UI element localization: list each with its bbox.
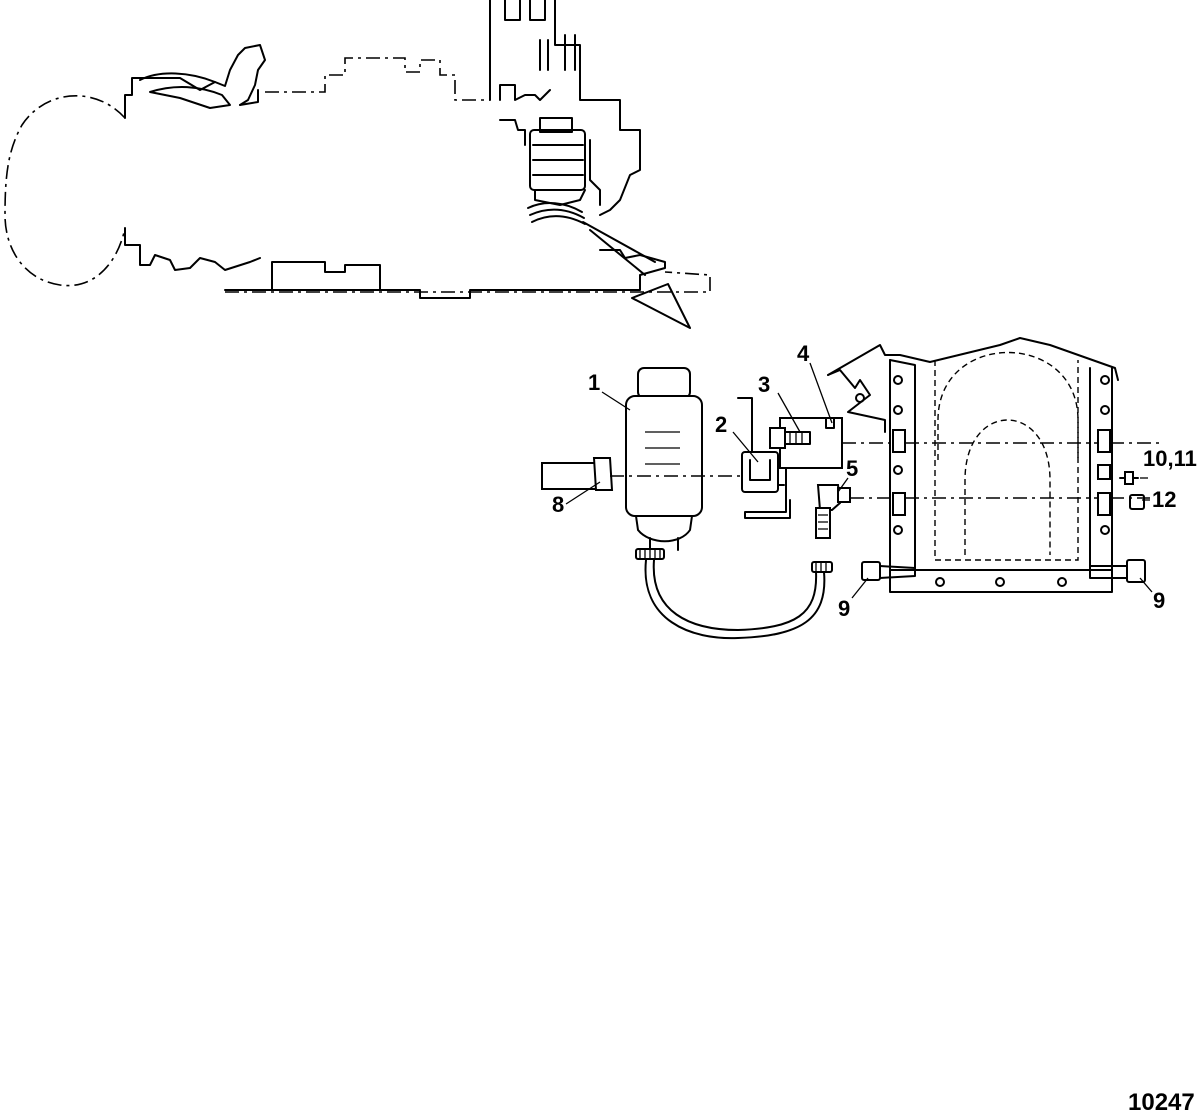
leader-lines xyxy=(565,362,1153,599)
callout-10-11: 10,11 xyxy=(1143,446,1197,471)
figure-number: 10247 xyxy=(1128,1089,1195,1116)
callout-8: 8 xyxy=(552,492,564,517)
mounting-bracket xyxy=(737,397,791,519)
hose xyxy=(644,559,826,640)
callout-3: 3 xyxy=(758,372,770,397)
callout-9-right: 9 xyxy=(1153,588,1165,613)
callout-4: 4 xyxy=(797,341,810,366)
callout-1: 1 xyxy=(588,370,600,395)
callout-5: 5 xyxy=(846,456,858,481)
callout-2: 2 xyxy=(715,412,727,437)
callout-labels: 1 2 3 4 5 8 9 9 10,11 12 xyxy=(552,341,1197,621)
callout-12: 12 xyxy=(1152,487,1176,512)
filter-canister xyxy=(625,367,703,560)
engine-mount-plate xyxy=(827,337,1119,593)
bolts xyxy=(861,471,1146,583)
plug-part xyxy=(541,457,614,491)
callout-9-left: 9 xyxy=(838,596,850,621)
elbow-fitting xyxy=(811,484,851,573)
centerlines xyxy=(610,442,1160,499)
engine-outline xyxy=(4,0,711,329)
plate-and-screw xyxy=(769,417,843,469)
